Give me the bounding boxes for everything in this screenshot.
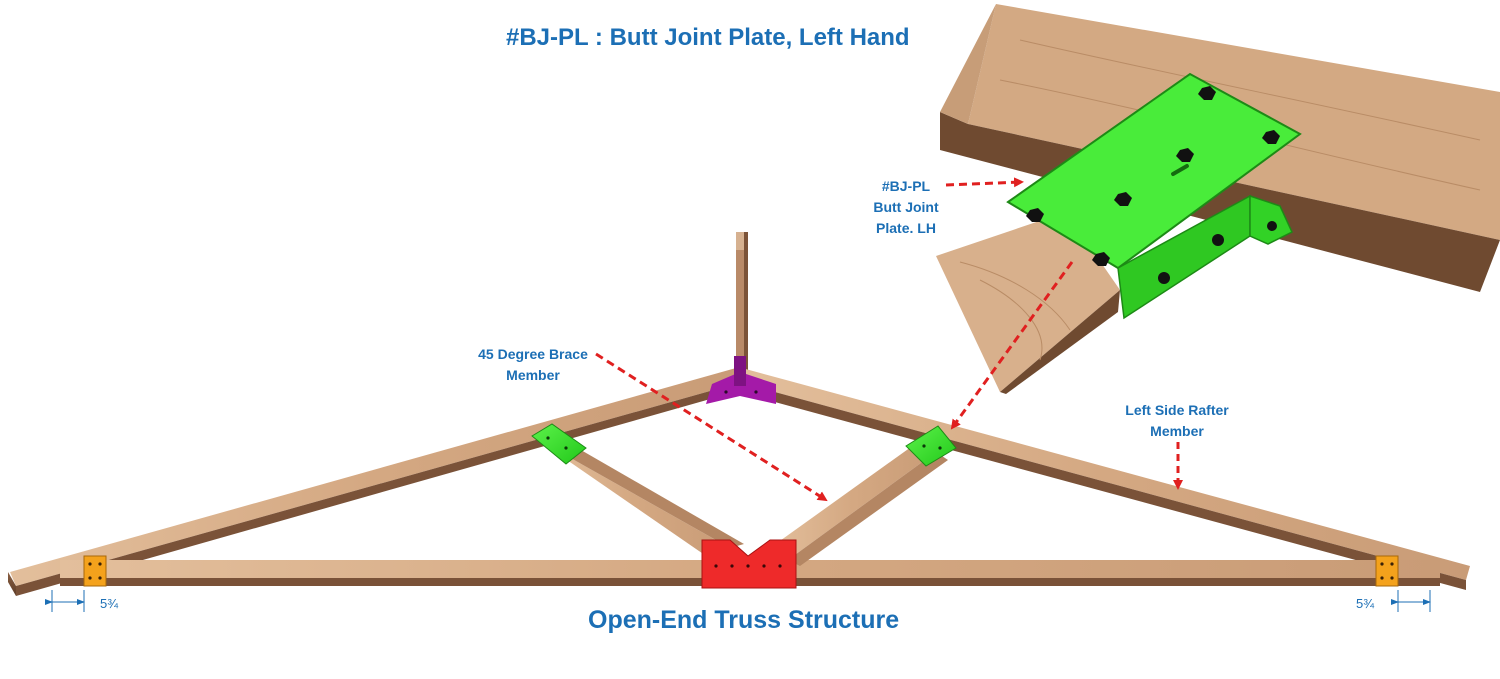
plate-callout-line1: #BJ-PL	[881, 178, 931, 194]
plate-callout-line3: Plate. LH	[876, 220, 936, 236]
right-rafter	[738, 368, 1470, 590]
right-green-plate	[905, 425, 957, 467]
plate-callout-line2: Butt Joint	[873, 199, 939, 215]
right-dimension	[1391, 590, 1431, 612]
detail-link-arrow	[950, 261, 1074, 430]
apex-plate-purple	[706, 356, 776, 404]
left-web-brace	[538, 440, 744, 560]
left-dimension-value: 5¾	[100, 596, 119, 611]
vertical-post	[736, 232, 748, 372]
rafter-callout-label: Left Side Rafter Member	[1110, 400, 1244, 442]
brace-callout-label: 45 Degree Brace Member	[466, 344, 600, 386]
diagram-caption: Open-End Truss Structure	[588, 606, 900, 634]
callout-arrows	[595, 177, 1183, 502]
right-web-brace	[770, 442, 948, 566]
brace-callout-line2: Member	[506, 367, 560, 383]
right-dimension-value: 5¾	[1356, 596, 1375, 611]
bottom-red-plate	[701, 539, 797, 589]
left-dimension	[45, 590, 85, 612]
left-green-plate	[531, 423, 587, 465]
rafter-callout-line1: Left Side Rafter	[1125, 402, 1229, 418]
right-orange-plate	[1375, 555, 1399, 587]
plate-callout-label: #BJ-PL Butt Joint Plate. LH	[860, 176, 952, 239]
butt-joint-plate-large	[1006, 72, 1302, 320]
plate-callout-arrow	[945, 177, 1024, 188]
diagram-title: #BJ-PL : Butt Joint Plate, Left Hand	[506, 24, 910, 51]
rafter-callout-line2: Member	[1150, 423, 1204, 439]
left-orange-plate	[83, 555, 107, 587]
brace-callout-line1: 45 Degree Brace	[478, 346, 588, 362]
brace-callout-arrow	[595, 352, 828, 502]
